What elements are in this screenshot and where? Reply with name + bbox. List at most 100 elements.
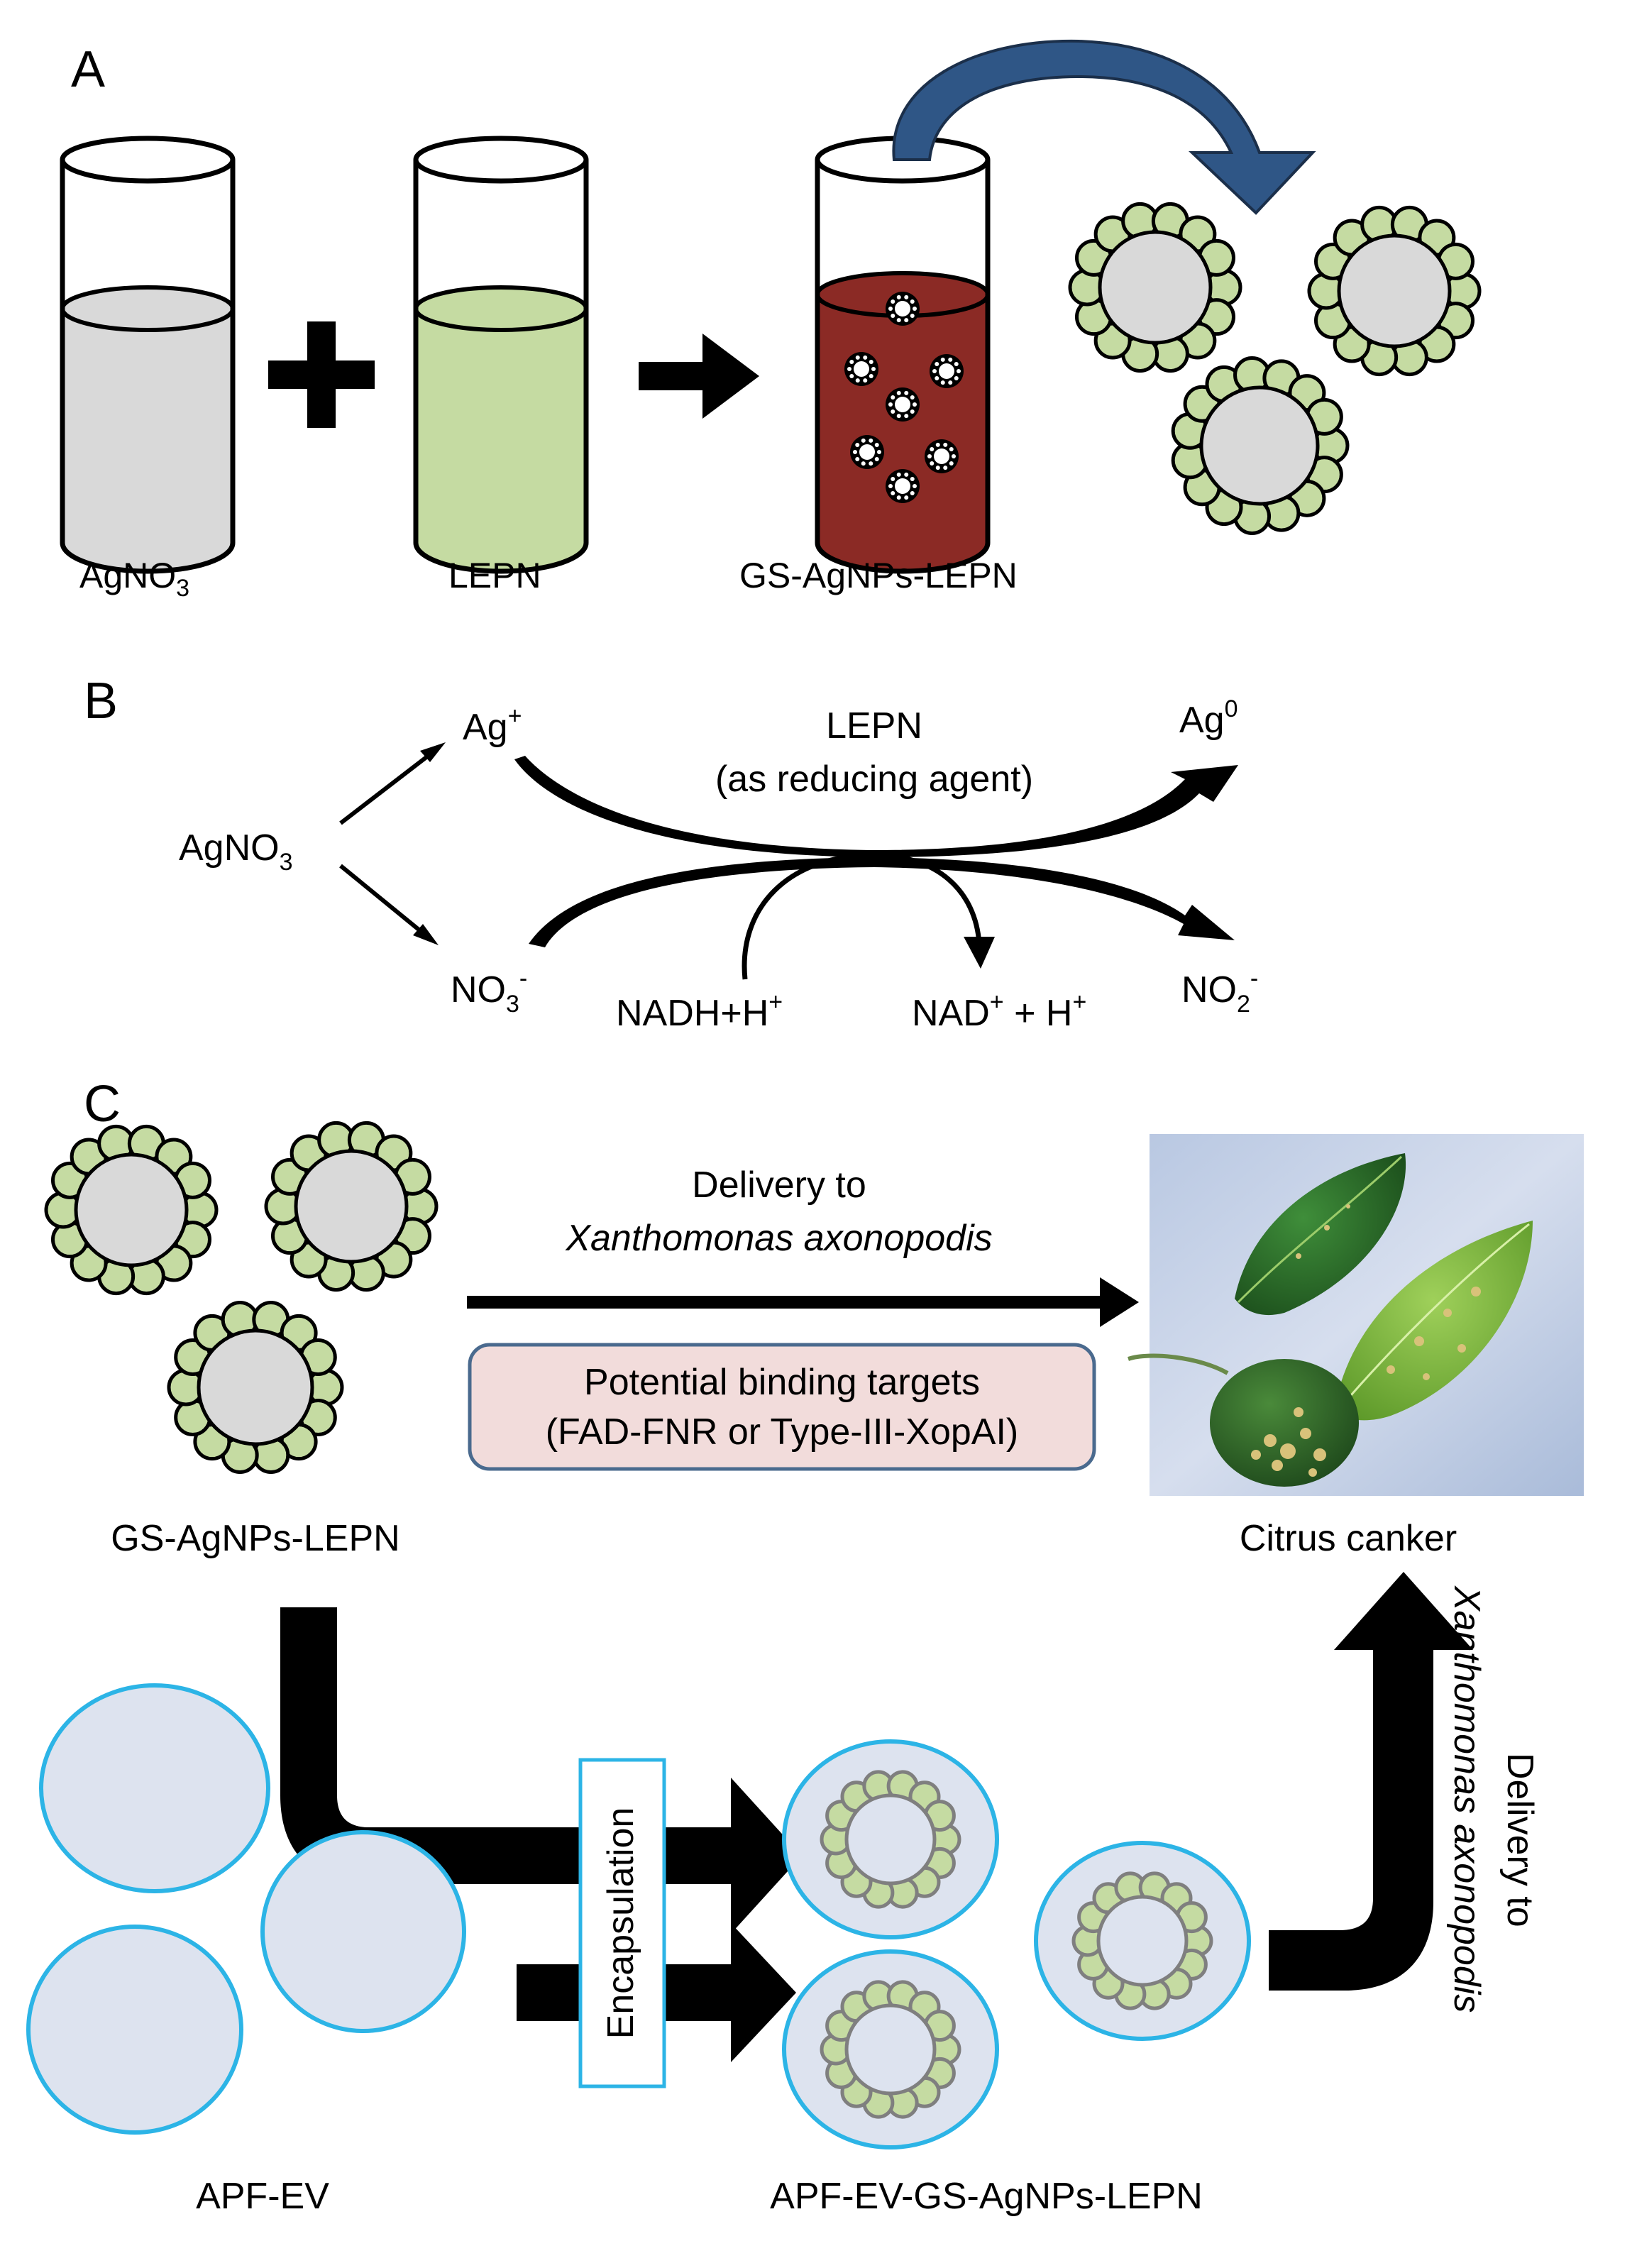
bent-arrow-up-icon	[1269, 1572, 1473, 1991]
mini-np-dot	[948, 380, 953, 385]
mini-np-dot	[869, 360, 873, 365]
label-ag-plus: Ag+	[463, 703, 522, 748]
label-lepn: LEPN	[448, 556, 541, 595]
nanoparticle	[1307, 205, 1482, 377]
nanoparticle-cluster-c	[44, 1121, 439, 1475]
mini-np-dot	[863, 355, 868, 360]
mini-np-dot	[874, 456, 879, 461]
mini-np-core	[934, 448, 949, 464]
mini-np-dot	[877, 450, 881, 454]
label-reducing-agent: (as reducing agent)	[715, 759, 1033, 800]
label-gs-agnps-lepn: GS-AgNPs-LEPN	[739, 556, 1018, 595]
label-lepn-b: LEPN	[826, 705, 922, 747]
mini-np-dot	[869, 461, 873, 466]
mini-np-dot	[930, 461, 935, 466]
mini-np-dot	[913, 484, 917, 488]
nanoparticle-core	[197, 1328, 314, 1446]
mini-np-dot	[849, 360, 854, 365]
apf-ev-vesicles	[26, 1683, 466, 2135]
mini-np-dot	[888, 484, 893, 488]
mini-np-dot	[891, 477, 895, 482]
label-no2: NO2-	[1181, 965, 1258, 1018]
mini-np-dot	[949, 447, 954, 452]
mini-np-dot	[913, 402, 917, 407]
test-tube-lepn	[413, 136, 589, 574]
mini-np-dot	[891, 299, 895, 304]
vesicle-2	[260, 1830, 466, 2033]
tube1-glass	[60, 160, 236, 574]
mini-np-dot	[910, 490, 915, 495]
vesicle-3	[26, 1925, 243, 2135]
mini-np-dot	[949, 461, 954, 466]
mini-np-dot	[896, 390, 901, 395]
nanoparticle-cluster-a	[1068, 202, 1482, 535]
mini-np-dot	[904, 390, 909, 395]
mini-np-dot	[896, 294, 901, 299]
split-arrows	[339, 742, 446, 945]
mini-nanoparticles	[844, 292, 964, 503]
mini-np-dot	[952, 454, 956, 458]
mini-np-dot	[904, 414, 909, 419]
tube2-rim	[413, 136, 589, 184]
mini-np-dot	[904, 472, 909, 477]
test-tube-agno3	[60, 136, 236, 574]
mini-np-dot	[861, 461, 866, 466]
mini-np-dot	[954, 375, 959, 380]
mini-np-dot	[855, 378, 860, 383]
mini-np-dot	[904, 318, 909, 323]
vesicle-1	[39, 1683, 270, 1893]
mini-np-dot	[935, 466, 940, 470]
mini-np-dot	[910, 477, 915, 482]
delivery-label-line2: Xanthomonas axonopodis	[565, 1218, 992, 1259]
nanoparticle-core	[844, 1793, 937, 1886]
mini-np-dot	[869, 373, 873, 378]
nanoparticle	[167, 1300, 344, 1475]
no3-reduction-curve	[529, 857, 1235, 947]
encapsulation-label: Encapsulation	[600, 1807, 641, 2039]
nadh-arrowhead-icon	[964, 937, 995, 969]
mini-np-dot	[940, 380, 945, 385]
mini-np-dot	[910, 313, 915, 318]
binding-targets-box: Potential binding targets (FAD-FNR or Ty…	[468, 1343, 1096, 1471]
binding-line1: Potential binding targets	[584, 1362, 980, 1403]
tube2-glass	[413, 160, 589, 574]
tube1-rim	[60, 136, 236, 184]
mini-np-dot	[954, 362, 959, 367]
mini-np-dot	[888, 307, 893, 311]
nanoparticle	[1068, 202, 1242, 373]
label-nad: NAD+ + H+	[912, 989, 1086, 1034]
mini-np-dot	[847, 367, 851, 371]
mini-np-dot	[910, 409, 915, 414]
mini-np-dot	[896, 472, 901, 477]
mini-np-dot	[935, 442, 940, 447]
curved-arrow-icon	[892, 39, 1316, 215]
nanoparticle	[820, 1770, 961, 1909]
mini-np-dot	[930, 447, 935, 452]
label-b-agno3: AgNO3	[179, 827, 293, 876]
nanoparticle-core	[1337, 233, 1452, 348]
test-tube-gs-agnps-lepn	[815, 136, 991, 574]
citrus-fruit	[1210, 1359, 1359, 1487]
nanoparticle	[44, 1124, 219, 1296]
mini-np-dot	[910, 395, 915, 400]
vertical-delivery-line2: Xanthomonas axonopodis	[1446, 1585, 1487, 2013]
nanoparticle-core	[1096, 1895, 1189, 1987]
nanoparticle-core	[74, 1152, 189, 1267]
mini-np-dot	[932, 369, 937, 373]
tube1-solution	[62, 309, 233, 571]
nanoparticle	[820, 1980, 961, 2119]
tube3-solution	[817, 294, 988, 571]
mini-np-dot	[888, 402, 893, 407]
mini-np-dot	[874, 443, 879, 448]
mini-np-dot	[891, 409, 895, 414]
plus-icon	[268, 321, 375, 428]
label-citrus-canker: Citrus canker	[1240, 1518, 1457, 1559]
tube2-solution	[416, 309, 586, 571]
nadh-curve	[742, 852, 982, 980]
encapsulated-vesicles	[782, 1739, 1251, 2149]
panel-b: B AgNO3 Ag+ NO3- LEPN (as reducing agent…	[84, 673, 1258, 1034]
mini-np-dot	[957, 369, 961, 373]
mini-np-dot	[855, 443, 860, 448]
label-apf-ev: APF-EV	[196, 2176, 329, 2217]
